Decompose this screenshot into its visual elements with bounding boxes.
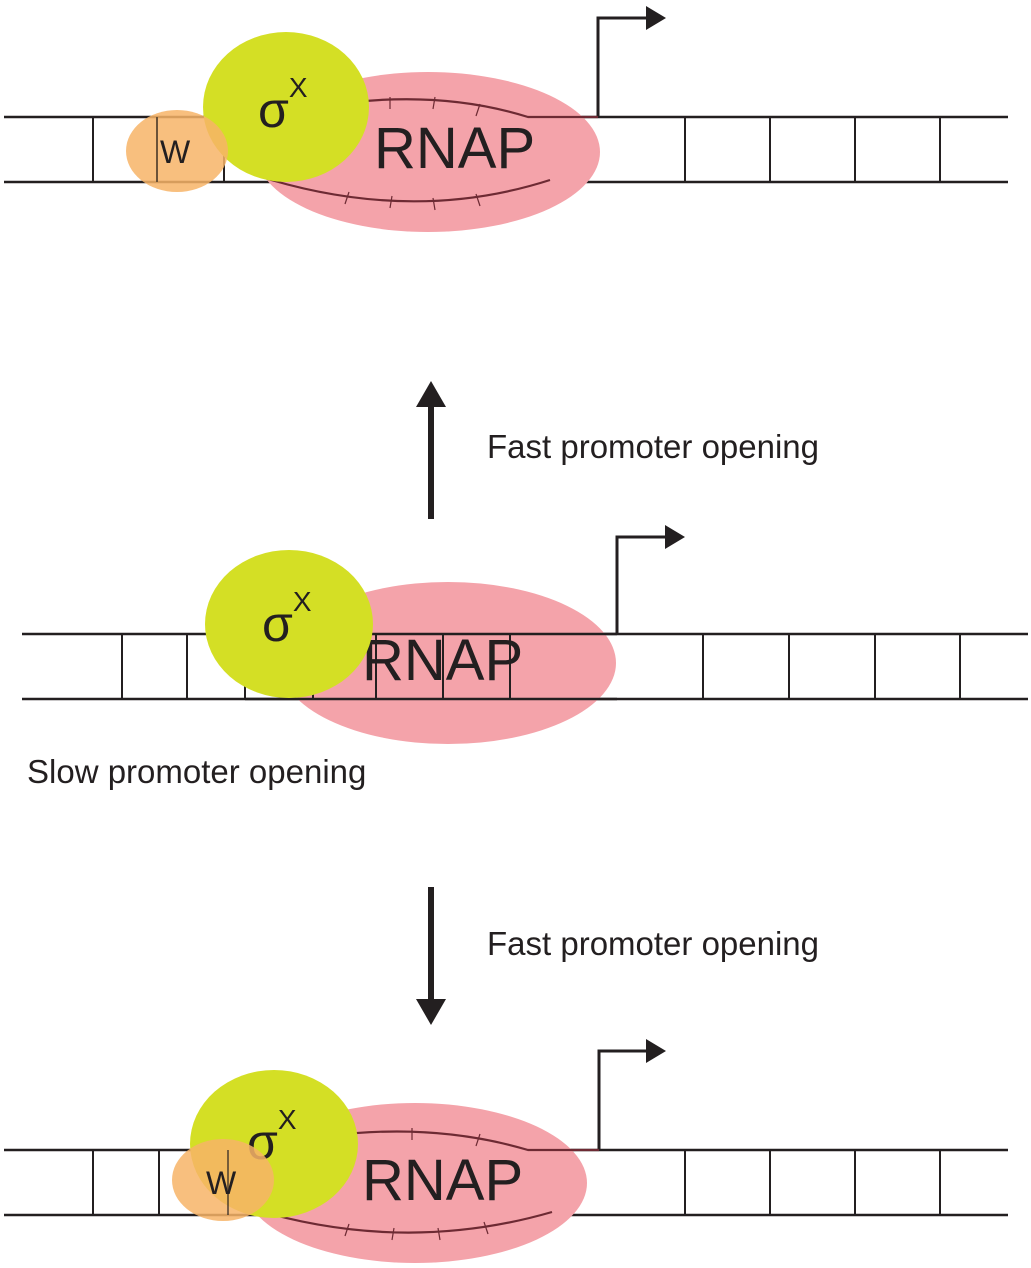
w-factor-top [126, 110, 228, 192]
transition-up: Fast promoter opening [416, 381, 819, 519]
transcription-start-arrow-middle [615, 535, 670, 634]
rnap-label-middle: RNAP [362, 628, 523, 693]
arrow-up-head [416, 381, 446, 407]
tss-arrowhead-bottom [646, 1039, 666, 1063]
transcription-start-arrow-bottom [597, 1049, 652, 1150]
transition-down: Fast promoter opening [416, 887, 819, 1025]
sigma-x-middle [205, 550, 373, 698]
sigma-label-middle: σX [262, 586, 312, 652]
transcription-start-arrow-top [596, 16, 652, 117]
slow-opening-label: Slow promoter opening [27, 753, 366, 790]
sigma-x-top [203, 32, 369, 182]
tss-arrowhead-middle [665, 525, 685, 549]
panel-top: RNAP σX W [4, 6, 1008, 232]
panel-middle: RNAP σX Slow promoter opening [22, 525, 1028, 790]
fast-opening-label-top: Fast promoter opening [487, 428, 819, 465]
rnap-label-bottom: RNAP [362, 1148, 523, 1213]
w-label-top: W [160, 134, 191, 170]
arrow-down-head [416, 999, 446, 1025]
sigma-label-top: σX [258, 72, 308, 138]
fast-opening-label-bottom: Fast promoter opening [487, 925, 819, 962]
rnap-label-top: RNAP [374, 116, 535, 181]
panel-bottom: RNAP σX W [4, 1039, 1008, 1263]
tss-arrowhead-top [646, 6, 666, 30]
w-label-bottom: W [206, 1165, 237, 1201]
w-factor-bottom [172, 1139, 274, 1221]
